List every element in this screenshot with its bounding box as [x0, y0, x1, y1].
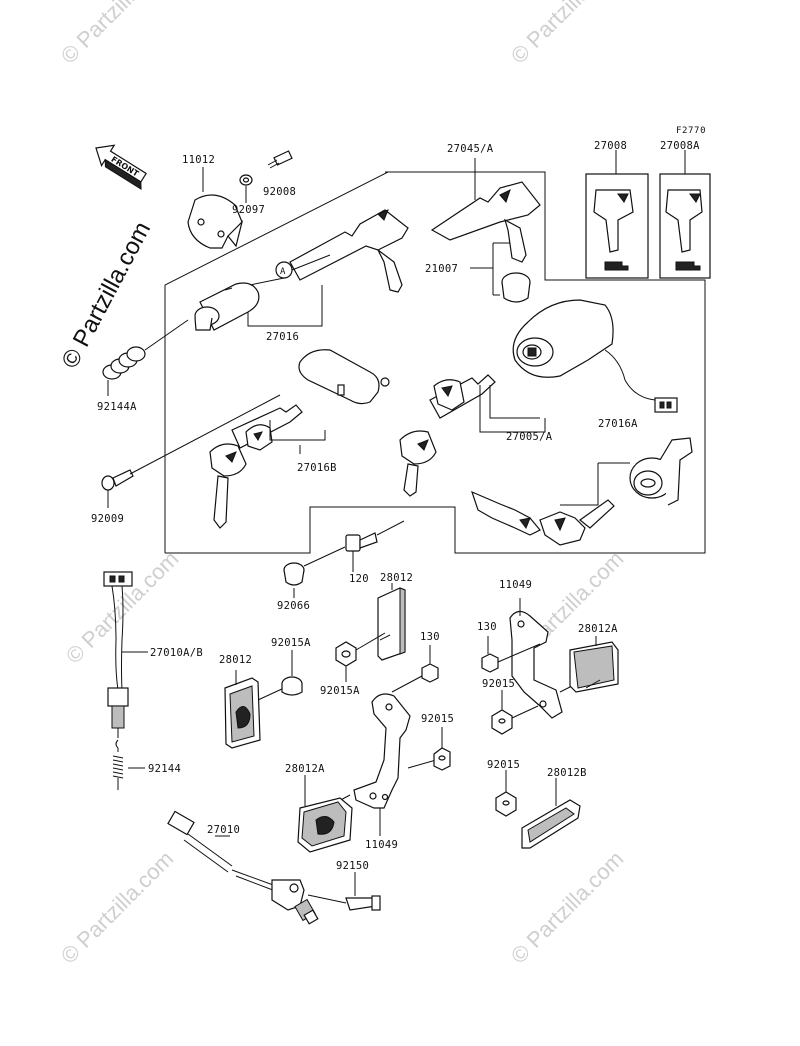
callout-92150: 92150 — [336, 860, 369, 872]
spring-92144 — [112, 739, 145, 790]
seat-lock-27016B — [298, 349, 390, 405]
key-27045-b — [430, 181, 541, 263]
callout-11049-top: 11049 — [499, 579, 532, 591]
callout-28012-left: 28012 — [219, 654, 252, 666]
bracket-11049-mid — [334, 693, 437, 836]
reflector-28012B — [521, 778, 581, 849]
callout-28012A-right: 28012A — [578, 623, 618, 635]
reflector-28012A-bottom — [297, 775, 353, 853]
nut-92015-mid — [433, 727, 451, 771]
callout-11049-bottom: 11049 — [365, 839, 398, 851]
callout-labels: 11012 92008 92097 27045/A 27008 27008A 2… — [91, 140, 700, 872]
switch-27010 — [167, 810, 319, 925]
callout-21007: 21007 — [425, 263, 458, 275]
callout-92015A-mid: 92015A — [320, 685, 360, 697]
callout-27016: 27016 — [266, 331, 299, 343]
callout-92144A: 92144A — [97, 401, 137, 413]
callout-27045A: 27045/A — [447, 143, 494, 155]
callout-92015A-left: 92015A — [271, 637, 311, 649]
key-blank-27008A — [659, 150, 711, 279]
callout-27008: 27008 — [594, 140, 627, 152]
callout-120: 120 — [349, 573, 369, 585]
watermark-br: © Partzilla.com — [506, 846, 629, 969]
lock-cylinder-27016 — [194, 282, 260, 331]
key-blank-27008 — [585, 150, 649, 279]
bolt-120 — [345, 520, 405, 572]
nut-92015-right — [491, 690, 539, 735]
spring-92144A — [102, 319, 189, 396]
callout-27016B: 27016B — [297, 462, 337, 474]
callout-92097: 92097 — [232, 204, 265, 216]
bracket-11049-right — [509, 598, 577, 719]
switch-27010AB — [103, 571, 148, 738]
diagram-ref-label: F2770 — [676, 126, 706, 136]
key-27045-a — [289, 209, 409, 293]
washer-92097 — [239, 174, 253, 186]
grommet-92066 — [283, 546, 346, 598]
callout-27005A: 27005/A — [506, 431, 553, 443]
callout-28012B: 28012B — [547, 767, 587, 779]
cap-21007 — [470, 242, 531, 303]
screw-92008 — [267, 150, 293, 169]
front-arrow-icon: FRONT — [95, 144, 147, 191]
assembly-boundary — [164, 171, 706, 554]
callout-92009: 92009 — [91, 513, 124, 525]
key-27016B-b — [245, 424, 273, 451]
callout-92144: 92144 — [148, 763, 181, 775]
callout-92015-bottom: 92015 — [487, 759, 520, 771]
callout-27016A: 27016A — [598, 418, 638, 430]
callout-27008A: 27008A — [660, 140, 700, 152]
ignition-switch-27005 — [512, 299, 678, 413]
callout-92015-mid: 92015 — [421, 713, 454, 725]
circle-a-marker: A — [275, 261, 293, 279]
reflector-28012A-right — [569, 636, 619, 693]
bolt-130-right — [481, 636, 541, 673]
reflector-28012-left — [224, 670, 285, 749]
bolt-130-mid — [391, 645, 439, 693]
watermark-tr: © Partzilla.com — [506, 0, 629, 69]
callout-27010: 27010 — [207, 824, 240, 836]
key-27016A-b — [539, 499, 615, 546]
screw-92009 — [101, 394, 281, 508]
callout-92066: 92066 — [277, 600, 310, 612]
callout-28012A-bottom: 28012A — [285, 763, 325, 775]
callout-92008: 92008 — [263, 186, 296, 198]
nut-92015-bottom — [495, 770, 517, 817]
nut-92015A-mid — [335, 632, 386, 682]
bracket-plate-11012 — [187, 194, 244, 249]
callout-11012: 11012 — [182, 154, 215, 166]
callout-130-right: 130 — [477, 621, 497, 633]
key-27005-b — [433, 379, 465, 411]
watermark-tl: © Partzilla.com — [56, 0, 179, 69]
cap-lock-27016A — [629, 437, 693, 506]
callout-28012-top: 28012 — [380, 572, 413, 584]
screw-92150 — [307, 872, 381, 911]
watermark-bl: © Partzilla.com — [56, 846, 179, 969]
nut-92015A-left — [281, 650, 303, 696]
callout-130-mid: 130 — [420, 631, 440, 643]
reflector-28012-top — [377, 583, 406, 661]
circle-a-label: A — [280, 267, 286, 277]
key-27016A-a — [471, 490, 541, 536]
key-27016B-a — [209, 404, 303, 529]
callout-92015-right: 92015 — [482, 678, 515, 690]
callout-27010AB: 27010A/B — [150, 647, 203, 659]
connector-27005 — [654, 397, 678, 413]
